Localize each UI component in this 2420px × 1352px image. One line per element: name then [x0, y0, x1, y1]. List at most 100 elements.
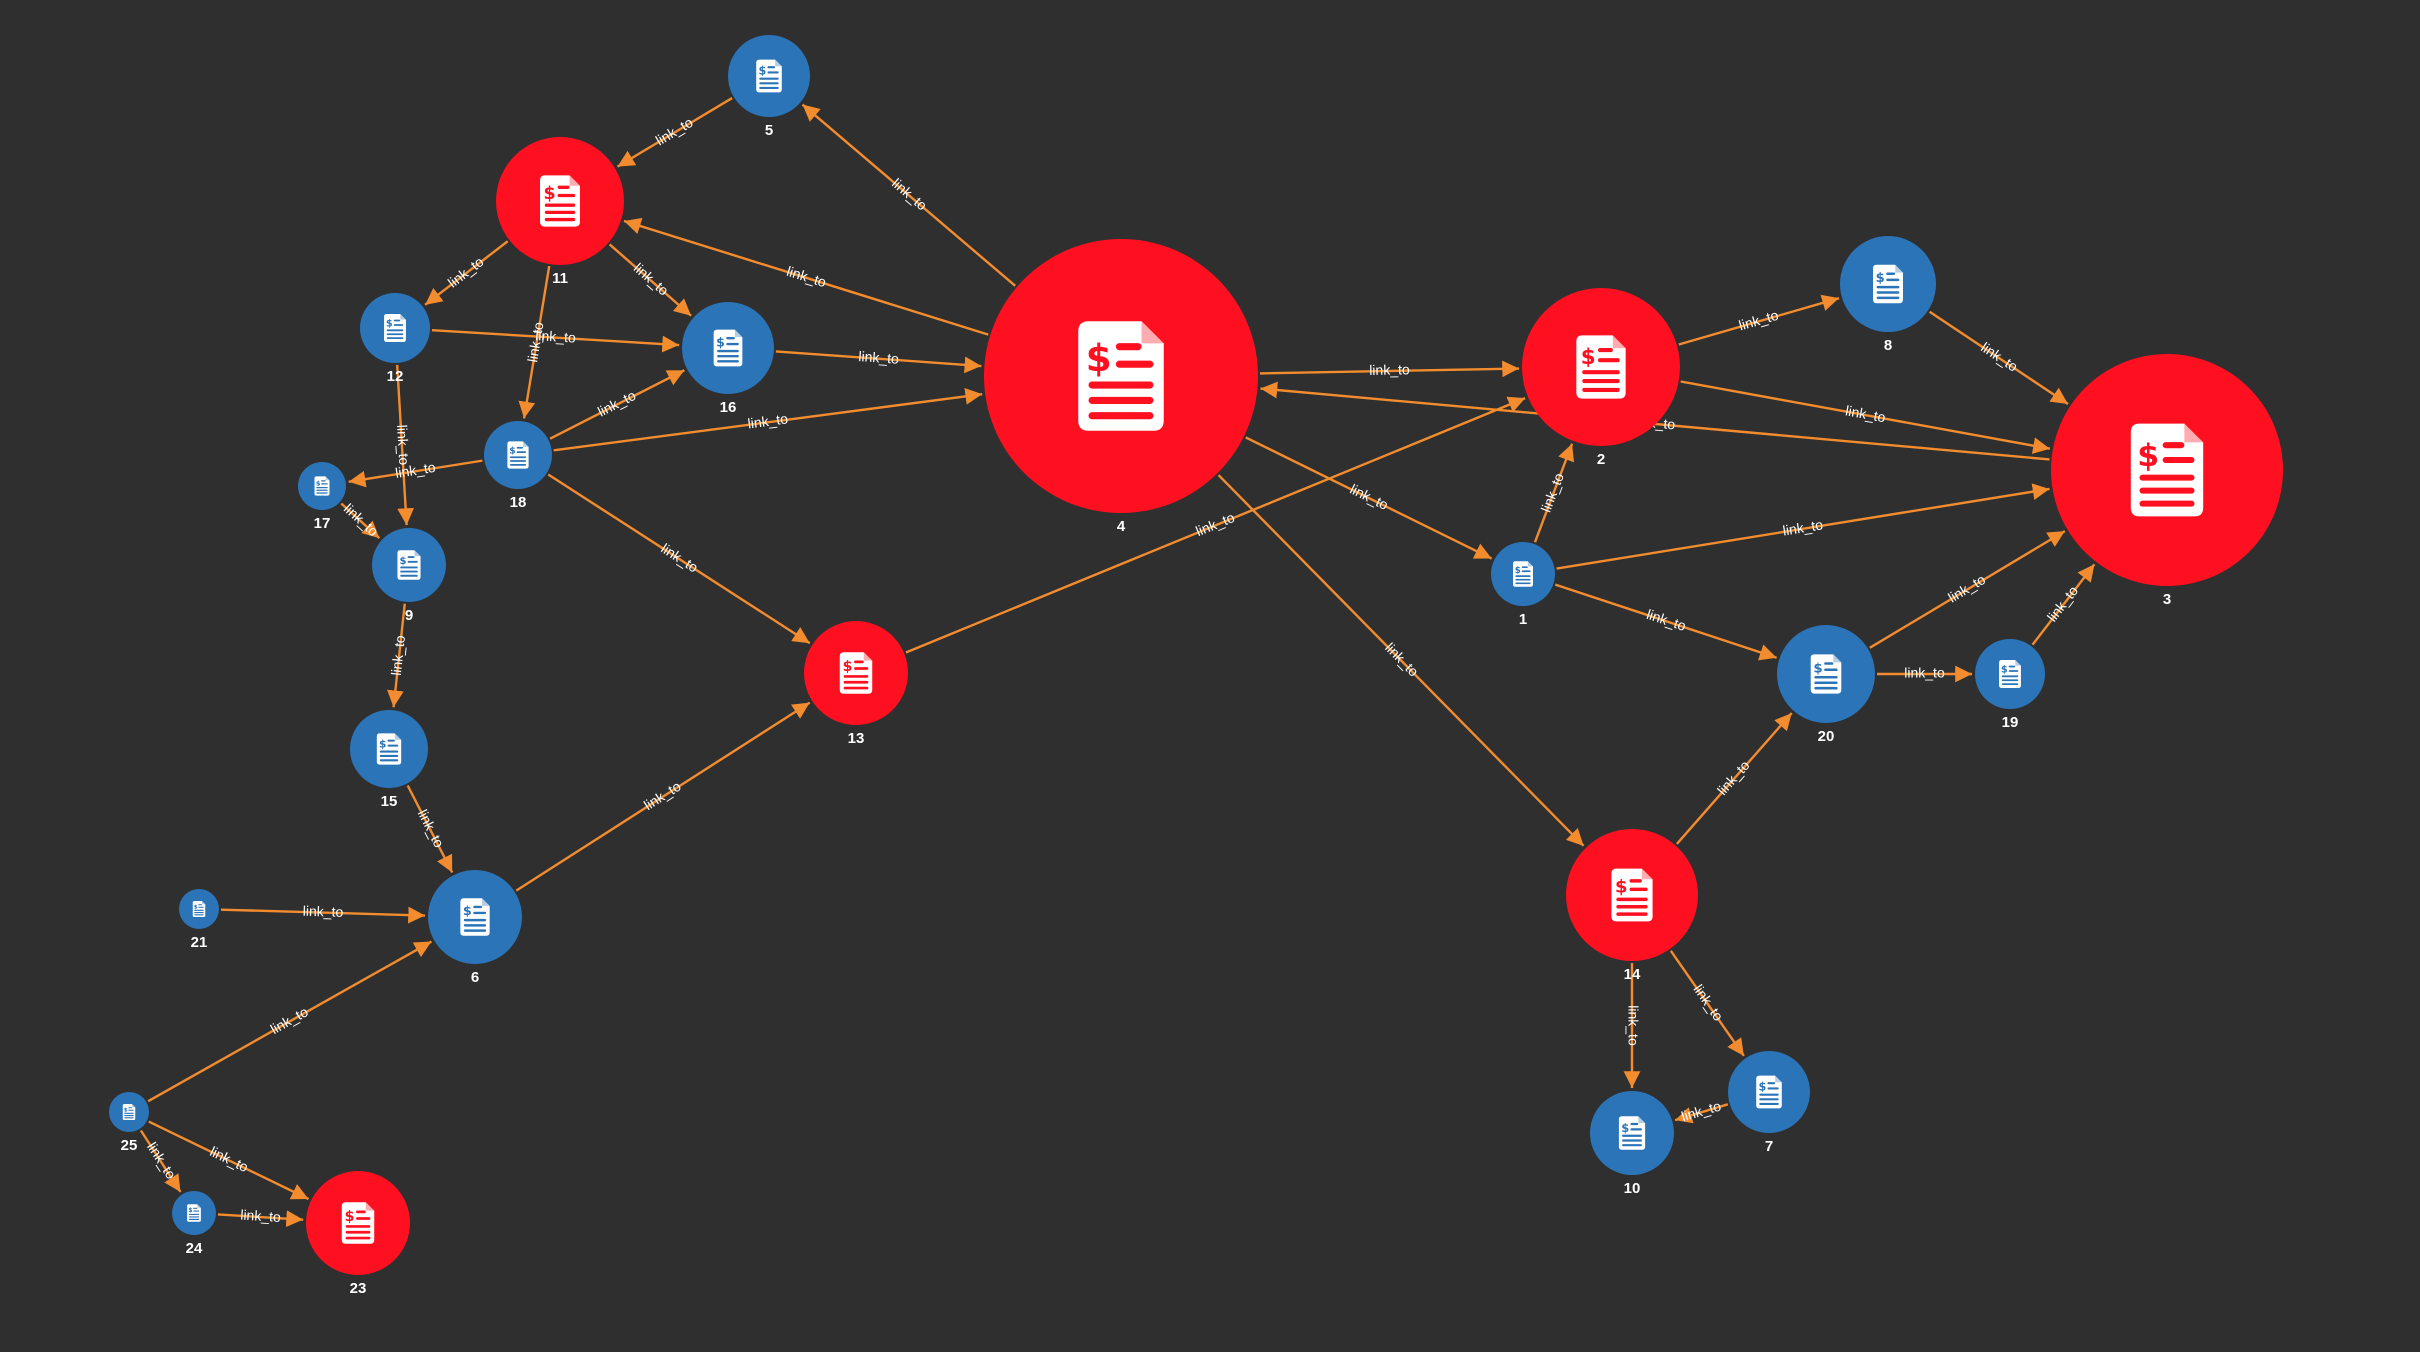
edge-25-to-6[interactable] [147, 940, 433, 1103]
graph-node-5[interactable]: $5 [728, 35, 810, 139]
edge-11-to-16[interactable] [608, 243, 692, 317]
edge-18-to-13[interactable] [547, 473, 811, 645]
edge-8-to-3[interactable] [1928, 310, 2069, 405]
graph-node-8[interactable]: $8 [1840, 236, 1936, 354]
edge-label: link_to [388, 634, 408, 676]
edge-2-to-3[interactable] [1680, 380, 2051, 454]
edge-4-to-11[interactable] [623, 217, 989, 336]
edge-label: link_to [1193, 509, 1237, 539]
graph-node-6[interactable]: $6 [428, 870, 522, 986]
edge-2-to-8[interactable] [1678, 294, 1840, 346]
edge-7-to-10[interactable] [1674, 1103, 1729, 1124]
graph-node-25[interactable]: $25 [109, 1092, 149, 1154]
invoice-dollar-icon: $ [397, 550, 421, 580]
edge-13-to-2[interactable] [905, 396, 1526, 654]
graph-node-3[interactable]: $3 [2051, 354, 2283, 608]
edge-label: link_to [1782, 516, 1825, 538]
node-label: 19 [2002, 714, 2019, 731]
edge-16-to-4[interactable] [775, 350, 982, 374]
svg-text:$: $ [1758, 1080, 1766, 1093]
graph-node-13[interactable]: $13 [804, 621, 908, 747]
edge-14-to-7[interactable] [1669, 950, 1745, 1057]
edge-label: link_to [394, 424, 412, 466]
svg-text:$: $ [1615, 877, 1627, 898]
graph-node-19[interactable]: $19 [1975, 639, 2045, 731]
node-label: 20 [1818, 728, 1835, 745]
edge-4-to-5[interactable] [801, 103, 1016, 287]
svg-text:$: $ [2001, 665, 2008, 676]
edge-1-to-20[interactable] [1554, 583, 1777, 661]
invoice-dollar-icon: $ [1999, 660, 2021, 688]
graph-node-2[interactable]: $2 [1522, 288, 1680, 468]
edge-25-to-24[interactable] [139, 1129, 182, 1193]
graph-node-21[interactable]: $21 [179, 889, 219, 951]
edge-18-to-16[interactable] [549, 369, 685, 440]
graph-node-11[interactable]: $11 [496, 137, 624, 287]
node-label: 24 [186, 1240, 203, 1257]
graph-node-20[interactable]: $20 [1777, 625, 1875, 745]
graph-node-12[interactable]: $12 [360, 293, 430, 385]
edge-17-to-9[interactable] [340, 502, 381, 539]
edge-11-to-12[interactable] [424, 240, 509, 306]
invoice-dollar-icon: $ [1873, 264, 1903, 304]
svg-text:$: $ [316, 479, 321, 487]
node-label: 15 [381, 793, 398, 810]
edge-label: link_to [889, 175, 930, 214]
edge-4-to-2[interactable] [1259, 360, 1520, 378]
invoice-dollar-icon: $ [187, 1204, 201, 1222]
edge-5-to-11[interactable] [616, 97, 733, 168]
edge-label: link_to [858, 348, 900, 367]
graph-node-10[interactable]: $10 [1590, 1091, 1674, 1197]
invoice-dollar-icon: $ [1611, 868, 1653, 922]
invoice-dollar-icon: $ [1810, 654, 1842, 694]
edge-label: link_to [1978, 339, 2021, 375]
edge-6-to-13[interactable] [515, 701, 811, 892]
edge-12-to-16[interactable] [431, 329, 680, 353]
edge-21-to-6[interactable] [220, 906, 426, 924]
svg-text:$: $ [188, 1207, 192, 1214]
edge-label: link_to [653, 114, 696, 149]
edge-25-to-23[interactable] [148, 1120, 310, 1201]
edge-4-to-14[interactable] [1217, 474, 1585, 847]
edge-9-to-15[interactable] [387, 603, 406, 708]
edge-14-to-20[interactable] [1675, 712, 1793, 845]
graph-node-4[interactable]: $4 [984, 239, 1258, 535]
graph-node-15[interactable]: $15 [350, 710, 428, 810]
graph-node-14[interactable]: $14 [1566, 829, 1698, 983]
edge-1-to-3[interactable] [1556, 483, 2050, 570]
edge-19-to-3[interactable] [2031, 563, 2096, 646]
svg-text:$: $ [345, 1209, 355, 1225]
edge-18-to-4[interactable] [553, 388, 983, 452]
edge-label: link_to [1369, 361, 1410, 378]
edge-label: link_to [1625, 1005, 1641, 1046]
edge-4-to-1[interactable] [1245, 436, 1493, 560]
edge-15-to-6[interactable] [406, 784, 454, 874]
graph-node-9[interactable]: $9 [372, 528, 446, 624]
node-label: 4 [1117, 518, 1126, 535]
edge-18-to-17[interactable] [348, 459, 483, 488]
edge-12-to-9[interactable] [395, 364, 415, 526]
edge-20-to-3[interactable] [1869, 530, 2066, 649]
edge-24-to-23[interactable] [217, 1210, 304, 1228]
edge-label: link_to [341, 500, 382, 539]
edge-label: link_to [1348, 481, 1392, 513]
edge-1-to-2[interactable] [1533, 443, 1575, 543]
edge-11-to-18[interactable] [518, 265, 551, 419]
node-label: 7 [1765, 1138, 1773, 1155]
edge-label: link_to [445, 253, 487, 290]
invoice-dollar-icon: $ [314, 476, 330, 496]
graph-node-18[interactable]: $18 [484, 421, 552, 511]
svg-text:$: $ [194, 904, 198, 910]
graph-node-17[interactable]: $17 [298, 462, 346, 532]
invoice-dollar-icon: $ [376, 733, 402, 765]
graph-node-1[interactable]: $1 [1491, 542, 1555, 628]
svg-text:$: $ [1581, 345, 1596, 370]
svg-text:$: $ [1515, 566, 1521, 576]
graph-node-24[interactable]: $24 [172, 1191, 216, 1257]
graph-node-16[interactable]: $16 [682, 302, 774, 416]
svg-text:$: $ [463, 904, 472, 919]
graph-node-7[interactable]: $7 [1728, 1051, 1810, 1155]
graph-node-23[interactable]: $23 [306, 1171, 410, 1297]
node-label: 18 [510, 494, 527, 511]
